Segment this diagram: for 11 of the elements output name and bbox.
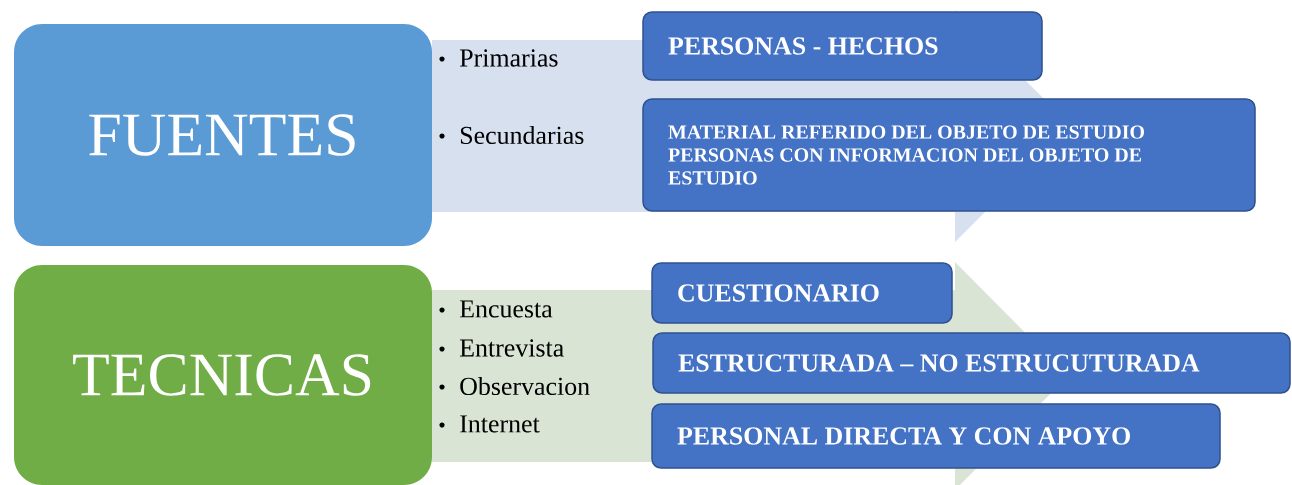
list-item: Observacion: [439, 376, 590, 396]
list-item: Primarias: [439, 49, 558, 67]
list-item: Encuesta: [439, 300, 553, 318]
category-box: FUENTES: [14, 24, 432, 246]
list-item: Secundarias: [439, 125, 584, 145]
text-box: ESTRUCTURADA – NO ESTRUCUTURADA: [652, 332, 1291, 394]
list-item: Internet: [439, 415, 540, 433]
list-item: Entrevista: [439, 339, 564, 357]
category-box: TECNICAS: [14, 265, 432, 485]
text-box: PERSONAL DIRECTA Y CON APOYO: [651, 403, 1221, 469]
text-box: MATERIAL REFERIDO DEL OBJETO DE ESTUDIO PERSONAS CON INFORMACION DEL OBJETO DE ESTUDIO: [642, 98, 1256, 212]
